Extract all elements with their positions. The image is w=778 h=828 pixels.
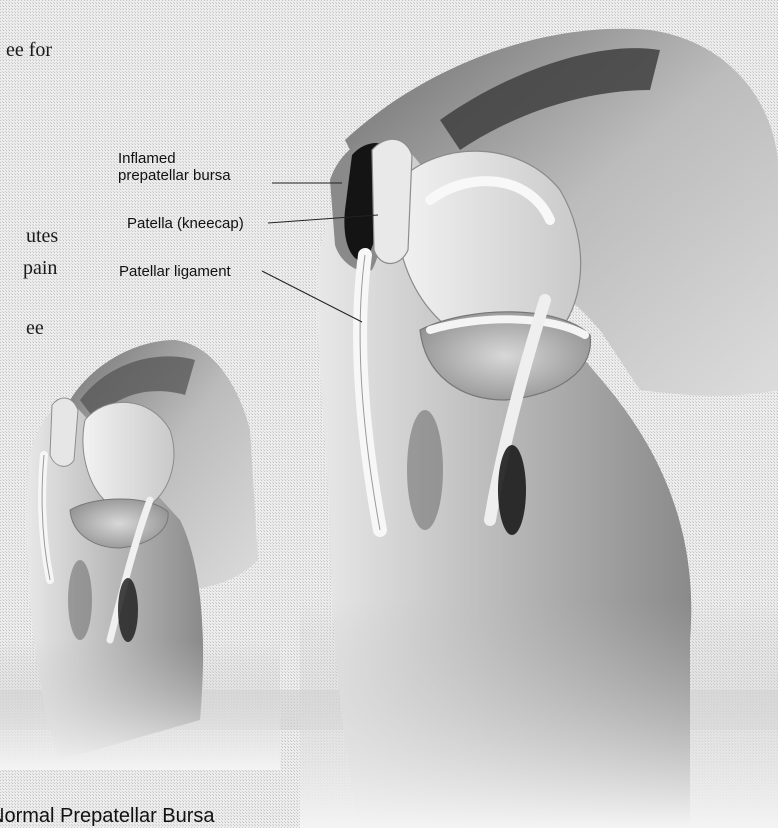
label-patellar-ligament: Patellar ligament: [119, 263, 231, 280]
body-text-line-1: ee for: [6, 40, 52, 60]
inflamed-patella: [372, 139, 412, 263]
body-text-line-4: ee: [26, 318, 44, 338]
normal-femur-condyle: [83, 402, 174, 505]
label-inflamed-bursa-line1: Inflamed: [118, 150, 231, 167]
label-patella: Patella (kneecap): [127, 215, 244, 232]
body-text-line-2: utes: [26, 226, 58, 246]
normal-shadow: [118, 578, 138, 642]
figure-caption: Normal Prepatellar Bursa: [0, 806, 215, 826]
label-inflamed-bursa-line2: prepatellar bursa: [118, 167, 231, 184]
body-text-line-3: pain: [23, 258, 57, 278]
label-inflamed-bursa: Inflamed prepatellar bursa: [118, 150, 231, 184]
normal-patella: [50, 398, 78, 466]
inflamed-shadow: [498, 445, 526, 535]
